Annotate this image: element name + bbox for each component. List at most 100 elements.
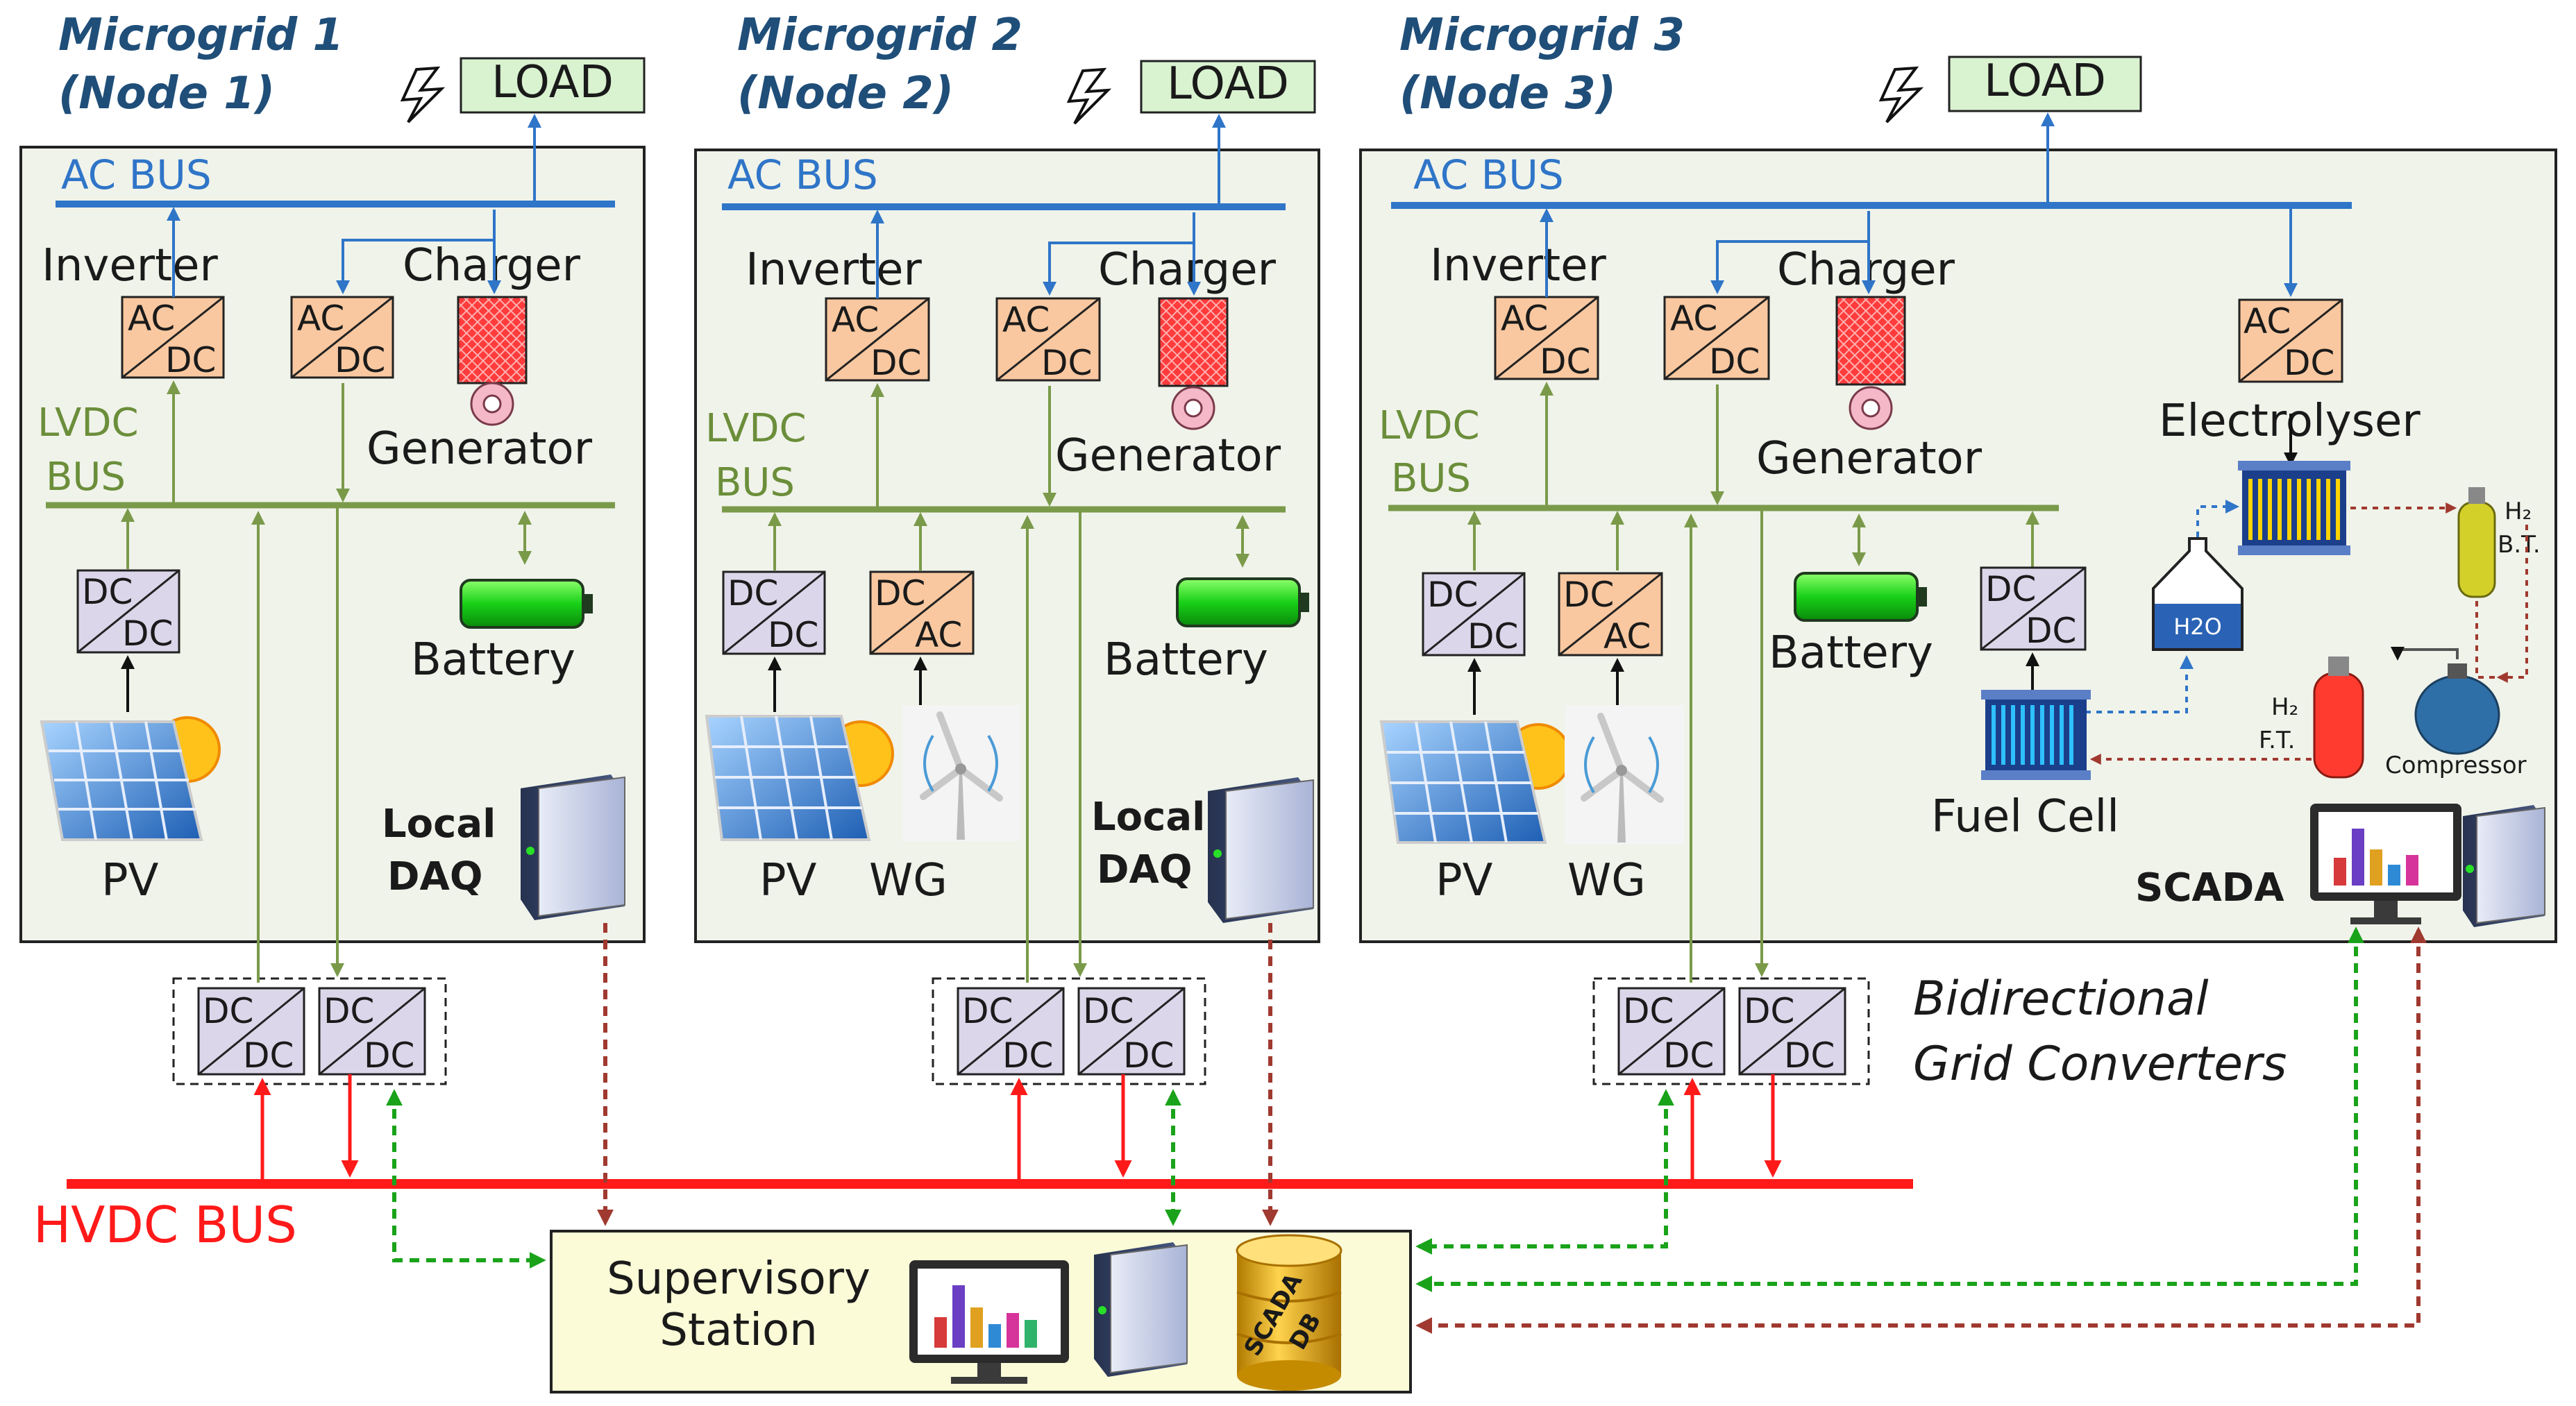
h2-bt-h2-label: H₂ bbox=[2505, 498, 2532, 525]
pv-1-icon bbox=[40, 716, 221, 841]
pv-dcdc-3-converter: DC DC bbox=[1422, 572, 1526, 657]
scada-monitor-icon bbox=[2310, 804, 2461, 924]
fuelcell-dcdc-3-converter: DC DC bbox=[1980, 566, 2087, 651]
svg-text:AC: AC bbox=[915, 615, 962, 655]
water-to-electrolyser bbox=[2196, 500, 2239, 537]
load-2: LOAD bbox=[1140, 58, 1316, 114]
svg-text:AC: AC bbox=[1501, 298, 1548, 339]
svg-text:AC: AC bbox=[128, 298, 175, 339]
svg-text:DC: DC bbox=[243, 1035, 294, 1076]
pv-3-icon bbox=[1379, 720, 1572, 844]
svg-text:AC: AC bbox=[1603, 616, 1651, 657]
lightning-icon bbox=[1878, 66, 1924, 124]
lvdc-2-bus-label: BUS bbox=[715, 460, 795, 505]
h2-bt-label: B.T. bbox=[2498, 531, 2541, 559]
wg-2-label: WG bbox=[869, 855, 948, 906]
grid-converter-3a: DC DC bbox=[1617, 987, 1726, 1076]
load-3-label: LOAD bbox=[1984, 56, 2106, 107]
buffer-tank-down bbox=[2475, 601, 2509, 679]
svg-text:DC: DC bbox=[1083, 991, 1134, 1031]
microgrid-1-title: Microgrid 1 bbox=[58, 10, 344, 61]
inverter-1-label: Inverter bbox=[42, 240, 218, 291]
lightning-icon bbox=[400, 66, 446, 124]
svg-text:AC: AC bbox=[1670, 298, 1717, 339]
svg-text:AC: AC bbox=[297, 298, 344, 339]
wind-generator-3-icon bbox=[1565, 705, 1684, 844]
svg-text:DC: DC bbox=[870, 343, 921, 383]
svg-text:DC: DC bbox=[727, 573, 778, 613]
pv-3-label: PV bbox=[1436, 855, 1493, 906]
svg-text:AC: AC bbox=[2244, 301, 2291, 341]
supervisory-monitor-icon bbox=[909, 1260, 1069, 1384]
grid-converter-1a: DC DC bbox=[197, 987, 305, 1076]
svg-text:DC: DC bbox=[2284, 343, 2334, 383]
pv-dcdc-1-converter: DC DC bbox=[76, 569, 180, 654]
svg-text:DC: DC bbox=[1002, 1035, 1053, 1076]
inverter-2-label: Inverter bbox=[746, 244, 922, 296]
generator-1-label: Generator bbox=[367, 423, 593, 475]
wg-3-label: WG bbox=[1567, 855, 1646, 906]
local-daq-1-label-line1: Local bbox=[382, 802, 496, 847]
compressor-to-final-tank bbox=[2391, 647, 2459, 661]
scada-label: SCADA bbox=[2135, 865, 2284, 910]
bidirectional-label-line1: Bidirectional bbox=[1913, 972, 2209, 1026]
fuel-cell-label: Fuel Cell bbox=[1931, 791, 2119, 842]
ac-bus-3-label: AC BUS bbox=[1413, 151, 1564, 198]
svg-text:DC: DC bbox=[1623, 991, 1674, 1031]
svg-text:AC: AC bbox=[1002, 300, 1050, 340]
battery-1-icon bbox=[460, 579, 593, 629]
microgrid-3-title: Microgrid 3 bbox=[1399, 10, 1685, 61]
ac-bus-1-label: AC BUS bbox=[61, 151, 212, 198]
water-tank-icon: H2O bbox=[2152, 537, 2244, 651]
microgrid-3-subtitle: (Node 3) bbox=[1399, 68, 1616, 119]
load-1: LOAD bbox=[460, 57, 646, 114]
ac-to-charger-3 bbox=[1710, 211, 1870, 294]
battery-2-icon bbox=[1176, 577, 1309, 627]
supervisory-label-line1: Supervisory bbox=[607, 1253, 870, 1305]
bidirectional-label-line2: Grid Converters bbox=[1913, 1037, 2287, 1092]
compressor-label: Compressor bbox=[2385, 752, 2527, 779]
ac-bus-2-label: AC BUS bbox=[727, 151, 878, 198]
pv-2-label: PV bbox=[759, 855, 817, 906]
pv-1-label: PV bbox=[101, 855, 159, 906]
local-daq-1-label-line2: DAQ bbox=[387, 854, 482, 899]
charger-1-label: Charger bbox=[403, 240, 581, 291]
scada-database-icon: SCADA DB bbox=[1236, 1234, 1342, 1391]
lightning-icon bbox=[1066, 67, 1112, 125]
compressor-icon bbox=[2414, 663, 2500, 755]
wind-generator-2-icon bbox=[902, 705, 1020, 841]
grid-converter-1b: DC DC bbox=[318, 987, 426, 1076]
charger-2-converter: AC DC bbox=[995, 297, 1101, 383]
buffer-to-compressor bbox=[2496, 525, 2528, 683]
gc-1-comm-link bbox=[386, 1089, 546, 1269]
gc-3-comm-link bbox=[1415, 1089, 1674, 1255]
svg-text:DC: DC bbox=[1041, 343, 1092, 383]
svg-text:DC: DC bbox=[1427, 575, 1478, 615]
scada-green-comm-link bbox=[1415, 926, 2364, 1292]
svg-text:DC: DC bbox=[335, 340, 385, 380]
local-daq-2-label-line2: DAQ bbox=[1097, 847, 1192, 892]
supervisory-label-line2: Station bbox=[659, 1305, 818, 1356]
ac-to-charger-1 bbox=[336, 210, 496, 294]
wg-dcac-3-converter: DC AC bbox=[1558, 572, 1663, 657]
svg-text:DC: DC bbox=[768, 615, 818, 655]
load-1-label: LOAD bbox=[491, 57, 614, 108]
lvdc-3-bus-label: BUS bbox=[1391, 456, 1471, 501]
generator-3-icon bbox=[1835, 296, 1906, 430]
svg-text:DC: DC bbox=[1663, 1035, 1714, 1076]
generator-2-icon bbox=[1158, 297, 1229, 430]
svg-text:DC: DC bbox=[364, 1035, 414, 1076]
pv-dcdc-2-converter: DC DC bbox=[722, 570, 826, 655]
charger-3-label: Charger bbox=[1777, 244, 1955, 296]
local-daq-2-server-icon bbox=[1208, 777, 1314, 923]
h2-ft-h2-label: H₂ bbox=[2271, 693, 2298, 721]
generator-1-icon bbox=[457, 296, 528, 426]
battery-2-label: Battery bbox=[1104, 634, 1268, 686]
svg-text:DC: DC bbox=[1784, 1035, 1835, 1076]
lvdc-1-label: LVDC bbox=[37, 400, 139, 446]
inverter-3-converter: AC DC bbox=[1494, 296, 1599, 382]
svg-text:DC: DC bbox=[1563, 575, 1614, 615]
ac-to-charger-2 bbox=[1043, 212, 1195, 296]
svg-text:AC: AC bbox=[832, 300, 879, 340]
microgrid-2-title: Microgrid 2 bbox=[737, 10, 1022, 61]
